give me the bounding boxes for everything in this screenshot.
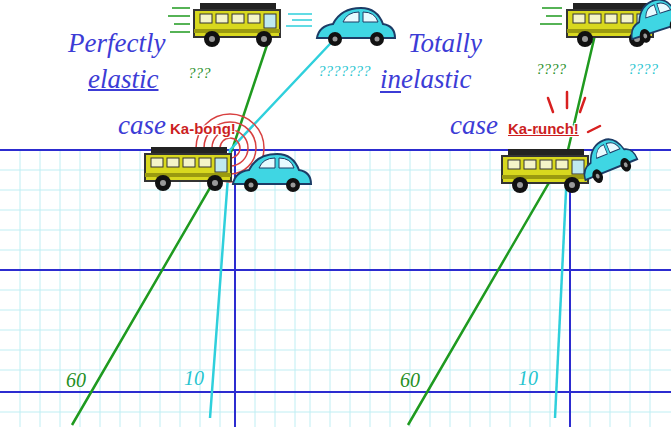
velocity-value: 10 xyxy=(184,368,204,388)
underline-mark xyxy=(380,91,401,93)
heading-word: elastic xyxy=(88,66,158,93)
heading-word: case xyxy=(118,112,166,139)
unknown-velocity: ??? xyxy=(188,66,211,81)
heading-word: Totally xyxy=(408,30,482,57)
velocity-value: 60 xyxy=(66,370,86,390)
unknown-velocity: ??????? xyxy=(318,64,371,79)
unknown-velocity: ???? xyxy=(536,62,566,77)
heading-word: Perfectly xyxy=(68,30,165,57)
sound-effect: Ka-runch! xyxy=(508,121,579,136)
heading-word: case xyxy=(450,112,498,139)
velocity-value: 60 xyxy=(400,370,420,390)
velocity-value: 10 xyxy=(518,368,538,388)
sound-effect: Ka-bong! xyxy=(170,121,236,136)
heading-word: inelastic xyxy=(380,66,471,93)
unknown-velocity: ???? xyxy=(628,62,658,77)
